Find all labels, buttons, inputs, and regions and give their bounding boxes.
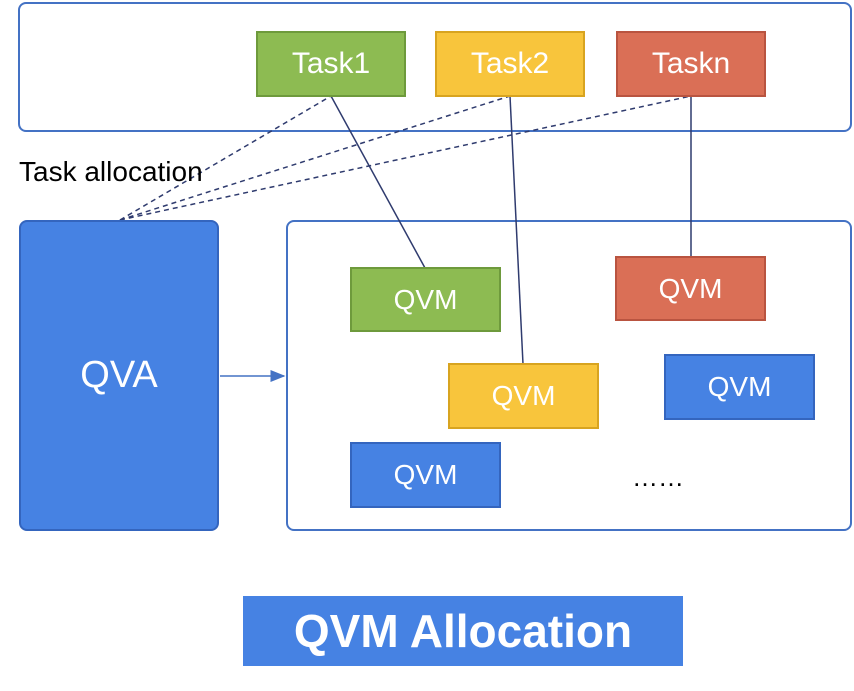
diagram-title-text: QVM Allocation — [293, 605, 633, 657]
qvm-pool-panel — [286, 220, 852, 531]
task-allocation-label: Task allocation — [19, 156, 203, 187]
task-label: Task2 — [470, 47, 550, 80]
qvm-box-task1: QVM — [350, 267, 501, 332]
qva-label: QVA — [80, 354, 158, 396]
task-box-n: Taskn — [616, 31, 766, 97]
task-box-2: Task2 — [435, 31, 585, 97]
qvm-label: QVM — [707, 371, 772, 402]
diagram-title: QVM Allocation — [243, 596, 683, 666]
more-qvms-ellipsis: …… — [632, 462, 684, 492]
qva-box: QVA — [19, 220, 219, 531]
qvm-label: QVM — [393, 283, 458, 315]
task-label: Task1 — [291, 47, 371, 80]
qvm-box-task2: QVM — [448, 363, 599, 429]
qvm-box-idle-1: QVM — [664, 354, 815, 420]
qvm-box-idle-2: QVM — [350, 442, 501, 508]
qvm-label: QVM — [491, 380, 556, 411]
qvm-label: QVM — [658, 272, 723, 304]
qvm-box-taskn: QVM — [615, 256, 766, 321]
qvm-label: QVM — [393, 459, 458, 490]
task-label: Taskn — [651, 47, 731, 80]
task-box-1: Task1 — [256, 31, 406, 97]
